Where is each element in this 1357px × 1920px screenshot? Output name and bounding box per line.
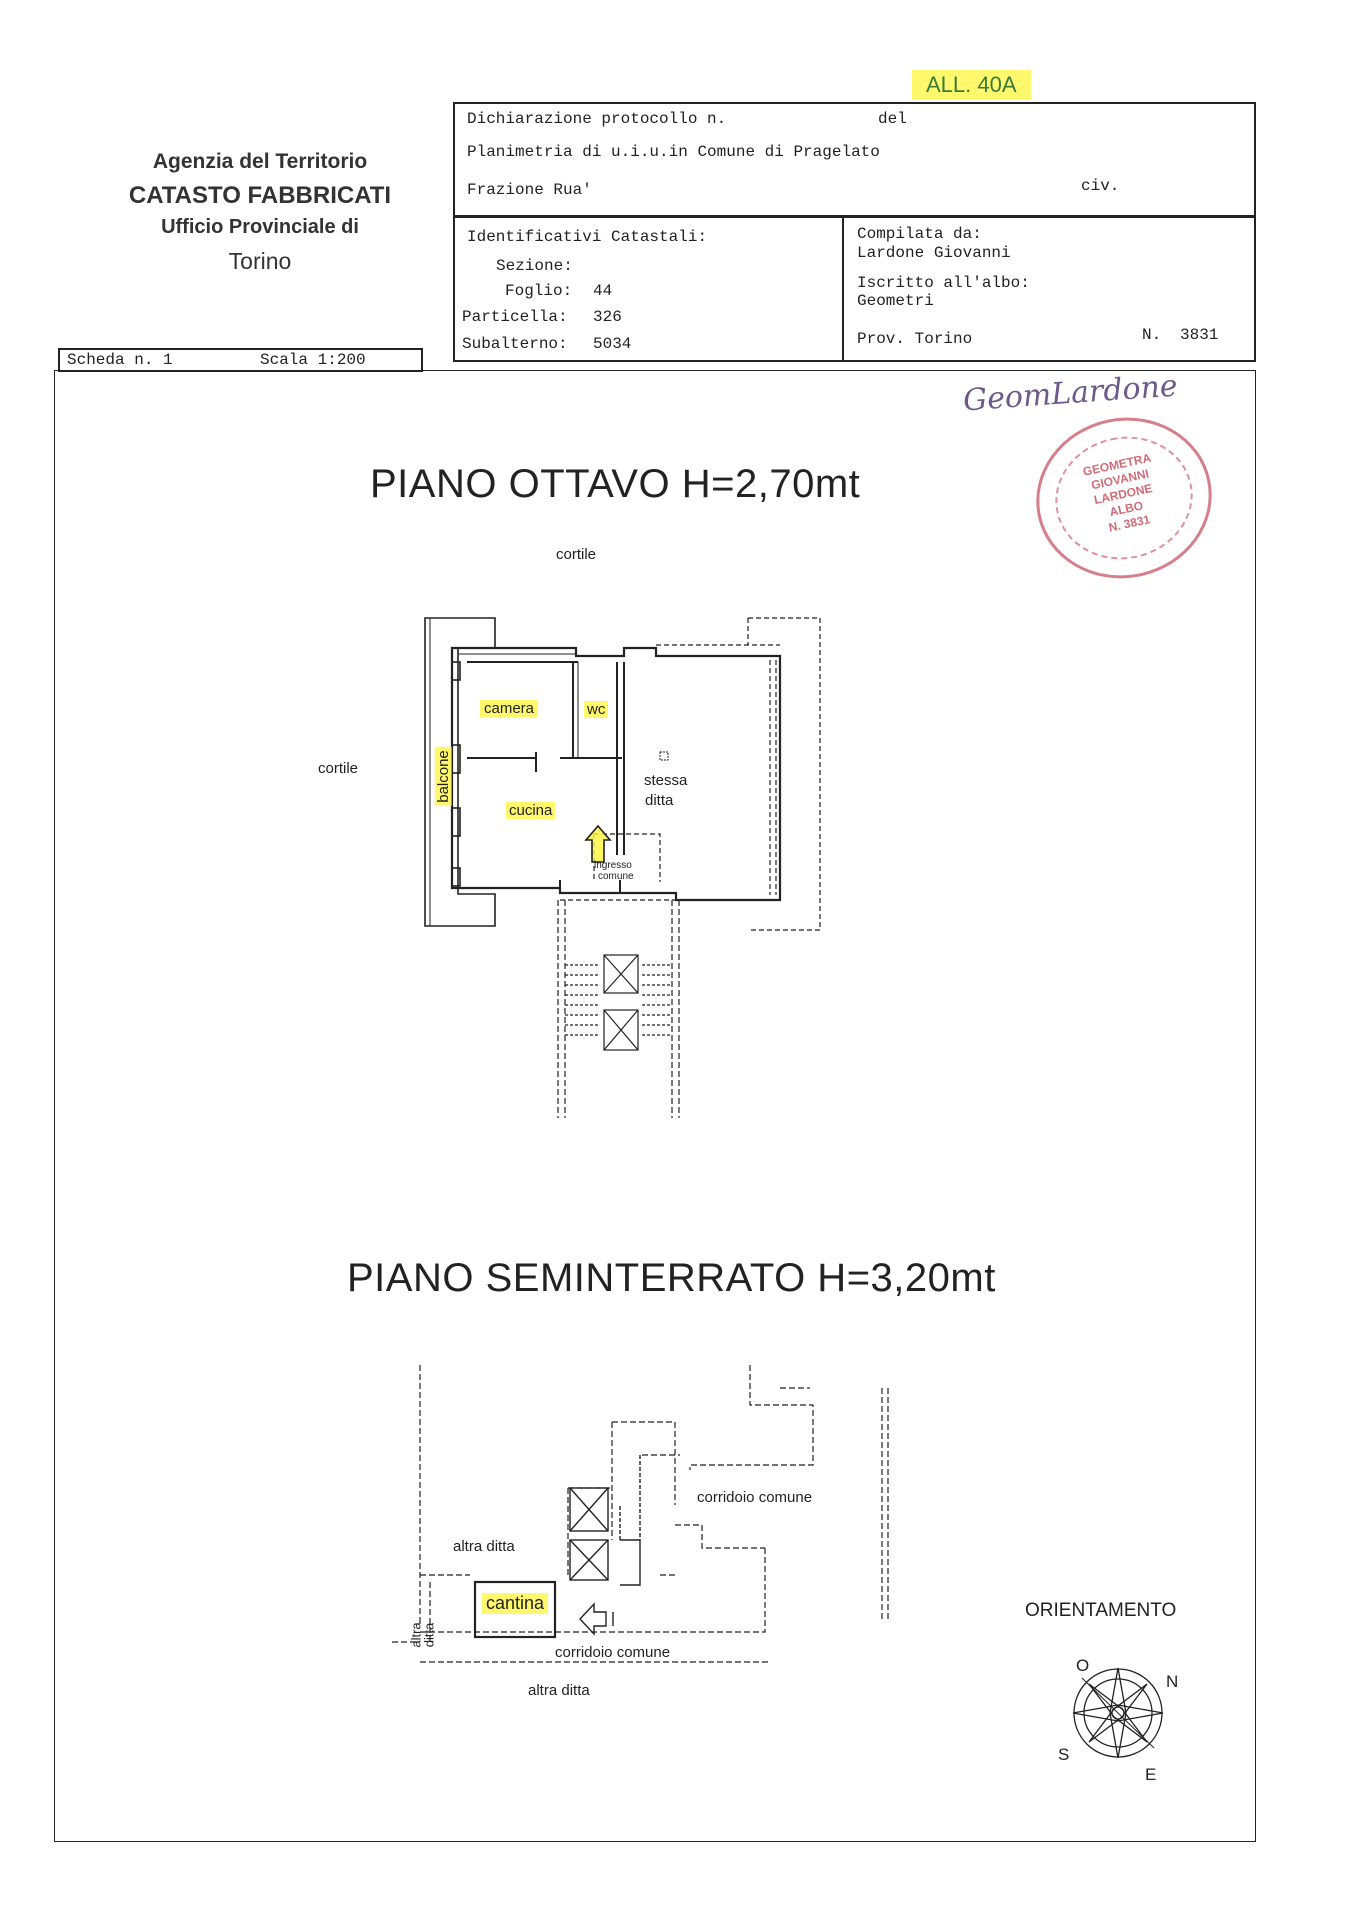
corridoio-comune-upper-label: corridoio comune	[697, 1489, 813, 1506]
ingresso-arrow	[584, 824, 612, 863]
civ-label: civ.	[1081, 177, 1120, 195]
compass-n: N	[1166, 1672, 1179, 1691]
foglio-value: 44	[593, 282, 613, 300]
altra-ditta-lower-label: altra ditta	[528, 1682, 590, 1699]
annotation-all: ALL. 40A	[912, 70, 1031, 100]
catasto-title: CATASTO FABBRICATI	[128, 182, 392, 209]
compilata-name: Lardone Giovanni	[857, 244, 1011, 262]
frazione-label: Frazione Rua'	[467, 181, 592, 199]
cantina-outline	[473, 1580, 557, 1639]
prov-label: Prov. Torino	[857, 330, 973, 348]
piano-seminterrato-title: PIANO SEMINTERRATO H=3,20mt	[347, 1256, 996, 1300]
cantina-arrow	[579, 1602, 607, 1636]
compass-s: S	[1058, 1745, 1070, 1764]
cortile-left-label: cortile	[318, 760, 359, 777]
subalterno-value: 5034	[593, 335, 632, 353]
particella-value: 326	[593, 308, 622, 326]
dichiarazione-label: Dichiarazione protocollo n.	[467, 110, 727, 128]
piano-ottavo-title: PIANO OTTAVO H=2,70mt	[370, 462, 861, 506]
scheda-label: Scheda n. 1	[67, 351, 173, 369]
del-label: del	[878, 110, 907, 128]
camera-label: camera	[480, 700, 539, 717]
scala-label: Scala 1:200	[260, 351, 366, 369]
office-city: Torino	[228, 248, 292, 274]
ditta-vertical-word: ditta	[421, 1622, 437, 1648]
altra-ditta-upper-label: altra ditta	[453, 1538, 515, 1555]
foglio-label: Foglio:	[505, 282, 573, 300]
balcone-label: balcone	[434, 747, 452, 806]
planimetria-label: Planimetria di u.i.u.in Comune di Pragel…	[467, 143, 880, 161]
scheda-box	[58, 348, 423, 372]
compass-rose	[1072, 1667, 1164, 1759]
compass-e: E	[1145, 1765, 1157, 1784]
corridoio-comune-lower-label: corridoio comune	[555, 1644, 671, 1661]
cucina-label: cucina	[506, 802, 556, 819]
identificativi-title: Identificativi Catastali:	[467, 228, 708, 246]
ingresso-label: ingresso	[594, 860, 632, 871]
comune-label: comune	[598, 871, 634, 882]
wc-label: wc	[584, 701, 609, 718]
particella-label: Particella:	[462, 308, 568, 326]
cantina-label: cantina	[482, 1593, 549, 1614]
sezione-label: Sezione:	[496, 257, 573, 275]
altra-ditta-vertical-label: altra ditta	[409, 1622, 437, 1648]
drawing-frame	[54, 370, 1256, 1842]
agency-name: Agenzia del Territorio	[152, 150, 368, 173]
ditta-label: ditta	[645, 792, 674, 809]
cortile-top-label: cortile	[556, 546, 597, 563]
compilata-box	[842, 216, 1256, 362]
ufficio-label: Ufficio Provinciale di	[161, 216, 359, 238]
balcone-outline	[424, 617, 496, 927]
subalterno-label: Subalterno:	[462, 335, 568, 353]
iscritto-label: Iscritto all'albo:	[857, 274, 1030, 292]
compass-o: O	[1076, 1656, 1090, 1675]
n-value: 3831	[1180, 326, 1219, 344]
compilata-label: Compilata da:	[857, 225, 982, 243]
n-label: N.	[1142, 326, 1162, 344]
stessa-label: stessa	[644, 772, 688, 789]
orientamento-title: ORIENTAMENTO	[1025, 1600, 1177, 1621]
albo-value: Geometri	[857, 292, 934, 310]
